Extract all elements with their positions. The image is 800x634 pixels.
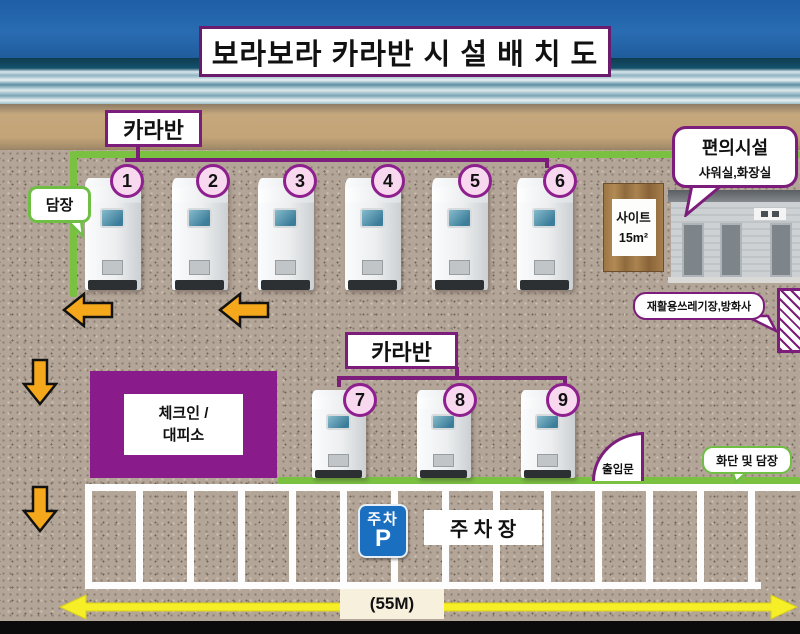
bracket-mid-end-right [563, 376, 567, 387]
exit-arrow-left-2 [218, 291, 270, 329]
building-door [682, 223, 704, 277]
parking-stall-divider [544, 484, 551, 588]
bottom-black-border [0, 621, 800, 634]
caravan-number-badge: 2 [196, 164, 230, 198]
site-size-line2: 15m² [618, 230, 649, 245]
facilities-title: 편의시설 [701, 137, 769, 158]
caravan-number-badge: 8 [443, 383, 477, 417]
building-door [770, 223, 792, 277]
caravan-number-badge: 6 [543, 164, 577, 198]
building-sign [754, 208, 786, 220]
parking-stall-divider [187, 484, 194, 588]
bracket-mid-connector [455, 367, 459, 379]
caravan-window [431, 413, 456, 430]
parking-stall-divider [340, 484, 347, 588]
parking-row-bottom-line [85, 582, 761, 589]
caravan-number-badge: 3 [283, 164, 317, 198]
exit-arrow-left-1 [62, 291, 114, 329]
recycle-area [777, 288, 800, 353]
bracket-mid-end-left [337, 376, 341, 387]
checkin-line2: 대피소 [162, 426, 205, 444]
recycle-callout: 재활용쓰레기장,방화사 [633, 292, 765, 320]
caravan-window [535, 413, 560, 430]
caravan-window [446, 208, 473, 229]
parking-sign-p: P [374, 525, 391, 552]
caravan-number-badge: 4 [371, 164, 405, 198]
caravan-window [326, 413, 351, 430]
bracket-top-line [125, 158, 549, 162]
fence-callout: 담장 [28, 186, 91, 223]
caravan [432, 178, 488, 290]
parking-stall-divider [289, 484, 296, 588]
caravan-window [272, 208, 299, 229]
caravan-window [99, 208, 126, 229]
checkin-line1: 체크인 / [158, 404, 209, 422]
flowerbed-callout: 화단 및 담장 [702, 446, 792, 474]
caravan-group-label-mid: 카라반 [345, 332, 458, 369]
parking-lot-label: 주 차 장 [424, 510, 542, 545]
parking-stall-divider [238, 484, 245, 588]
caravan-number-badge: 1 [110, 164, 144, 198]
fence-parking [278, 477, 800, 484]
facilities-callout: 편의시설 샤워실,화장실 [672, 126, 798, 188]
caravan-number-badge: 7 [343, 383, 377, 417]
caravan-number-badge: 9 [546, 383, 580, 417]
building-base [668, 277, 800, 283]
caravan-window [359, 208, 386, 229]
parking-sign: 주차 P [358, 504, 408, 558]
fence-top [70, 151, 800, 158]
parking-stall-divider [136, 484, 143, 588]
bracket-top-end [545, 158, 549, 168]
bracket-mid-line [337, 376, 567, 380]
caravan-number-badge: 5 [458, 164, 492, 198]
building-door [720, 223, 742, 277]
site-size-line1: 사이트 [616, 210, 651, 225]
map-title: 보라보라 카라반 시 설 배 치 도 [199, 26, 611, 77]
parking-sign-text: 주차 [367, 511, 399, 528]
parking-stall-divider [85, 484, 92, 588]
parking-stall-divider [595, 484, 602, 588]
parking-stall-divider [646, 484, 653, 588]
width-label: (55M) [340, 589, 444, 619]
caravan [517, 178, 573, 290]
site-size-sign: 사이트 15m² [603, 183, 664, 272]
exit-arrow-down-2 [21, 485, 59, 533]
facilities-subtitle: 샤워실,화장실 [698, 165, 772, 180]
checkin-building: 체크인 / 대피소 [90, 371, 277, 478]
parking-stall-divider [748, 484, 755, 588]
bracket-top-connector [136, 145, 140, 161]
caravan-window [531, 208, 558, 229]
facilities-building [668, 190, 800, 283]
caravan-group-label-top: 카라반 [105, 110, 202, 147]
exit-arrow-down-1 [21, 358, 59, 406]
parking-stall-divider [697, 484, 704, 588]
caravan-window [186, 208, 213, 229]
facilities-callout-tail [684, 183, 724, 217]
